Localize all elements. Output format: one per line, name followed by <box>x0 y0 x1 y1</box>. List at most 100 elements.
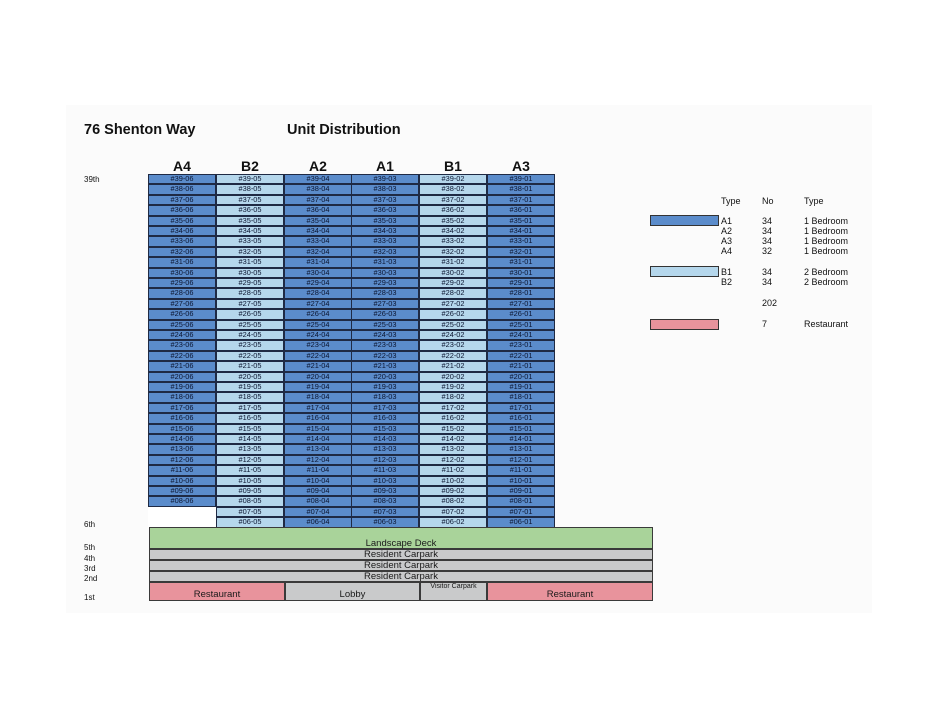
unit-cell: #11-02 <box>419 465 487 476</box>
unit-cell: #10-05 <box>216 475 284 486</box>
unit-cell: #18-01 <box>487 392 555 403</box>
unit-cell: #35-04 <box>284 215 352 226</box>
unit-cell: #34-01 <box>487 226 555 237</box>
floor-label-top: 39th <box>84 175 100 184</box>
unit-cell: #27-03 <box>351 298 419 310</box>
unit-cell: #36-02 <box>419 205 487 216</box>
unit-cell: #08-06 <box>148 496 216 507</box>
unit-cell: #09-06 <box>148 486 216 497</box>
lobby: Lobby <box>285 582 420 601</box>
unit-cell: #08-04 <box>284 496 352 507</box>
legend-swatch-two-bedroom <box>650 266 719 277</box>
legend-desc: 2 Bedroom <box>804 277 849 287</box>
unit-cell: #32-03 <box>351 246 419 258</box>
column-header-b2: B2 <box>241 158 259 174</box>
unit-cell: #33-05 <box>216 236 284 247</box>
unit-cell: #09-05 <box>216 486 284 497</box>
unit-cell: #15-04 <box>284 423 352 434</box>
floor-label-5th: 5th <box>84 543 96 552</box>
legend-no: 32 <box>762 246 773 256</box>
unit-cell: #22-06 <box>148 350 216 362</box>
unit-cell: #35-03 <box>351 215 419 226</box>
unit-cell: #09-03 <box>351 486 419 497</box>
unit-cell: #37-06 <box>148 194 216 206</box>
unit-cell: #23-01 <box>487 340 555 351</box>
unit-cell: #37-05 <box>216 194 284 206</box>
unit-cell: #18-03 <box>351 392 419 403</box>
unit-cell: #34-06 <box>148 226 216 237</box>
unit-cell: #08-01 <box>487 496 555 507</box>
legend-header-no: No <box>762 196 774 206</box>
unit-cell: #09-04 <box>284 486 352 497</box>
unit-cell: #20-05 <box>216 371 284 382</box>
unit-cell: #15-03 <box>351 423 419 434</box>
unit-cell: #34-04 <box>284 226 352 237</box>
unit-cell: #23-04 <box>284 340 352 351</box>
unit-cell: #19-01 <box>487 382 555 393</box>
unit-cell: #17-06 <box>148 402 216 414</box>
unit-cell: #24-01 <box>487 330 555 341</box>
unit-cell: #32-05 <box>216 246 284 258</box>
unit-cell: #12-02 <box>419 454 487 466</box>
unit-cell: #24-03 <box>351 330 419 341</box>
landscape-deck: Landscape Deck <box>149 527 653 549</box>
unit-cell: #33-02 <box>419 236 487 247</box>
unit-cell: #38-04 <box>284 184 352 195</box>
unit-cell: #14-03 <box>351 434 419 445</box>
unit-cell: #36-05 <box>216 205 284 216</box>
legend-header-type: Type <box>721 196 741 206</box>
unit-cell: #21-01 <box>487 361 555 372</box>
legend-type: B1 <box>721 267 733 277</box>
unit-cell: #17-02 <box>419 402 487 414</box>
unit-cell: #35-02 <box>419 215 487 226</box>
unit-cell: #38-02 <box>419 184 487 195</box>
visitor-carpark: Visitor Carpark <box>420 582 487 601</box>
unit-cell: #20-02 <box>419 371 487 382</box>
unit-cell: #36-01 <box>487 205 555 216</box>
legend-no: 34 <box>762 236 773 246</box>
unit-cell: #36-04 <box>284 205 352 216</box>
unit-cell: #13-01 <box>487 444 555 455</box>
unit-cell: #31-06 <box>148 257 216 268</box>
unit-cell: #12-03 <box>351 454 419 466</box>
unit-cell: #29-04 <box>284 278 352 289</box>
legend-desc: 1 Bedroom <box>804 226 849 236</box>
unit-cell: #29-01 <box>487 278 555 289</box>
unit-cell: #27-02 <box>419 298 487 310</box>
unit-cell: #26-03 <box>351 309 419 320</box>
unit-cell: #16-02 <box>419 413 487 424</box>
unit-cell: #20-01 <box>487 371 555 382</box>
resident-carpark-2nd: Resident Carpark <box>149 571 653 582</box>
unit-cell: #29-05 <box>216 278 284 289</box>
legend-desc: 1 Bedroom <box>804 246 849 256</box>
unit-cell: #30-03 <box>351 267 419 278</box>
unit-cell: #37-04 <box>284 194 352 206</box>
floor-label-6th: 6th <box>84 520 96 529</box>
unit-cell: #16-01 <box>487 413 555 424</box>
unit-cell: #12-04 <box>284 454 352 466</box>
legend-header-description: Type <box>804 196 824 206</box>
unit-cell: #15-02 <box>419 423 487 434</box>
unit-cell: #15-01 <box>487 423 555 434</box>
unit-cell: #28-06 <box>148 288 216 299</box>
legend-restaurant-no: 7 <box>762 319 768 329</box>
unit-cell: #21-02 <box>419 361 487 372</box>
diagram-title: Unit Distribution <box>287 122 401 138</box>
unit-cell: #31-05 <box>216 257 284 268</box>
legend-type: A2 <box>721 226 733 236</box>
unit-cell: #38-01 <box>487 184 555 195</box>
unit-cell-empty <box>148 517 216 528</box>
unit-cell: #26-04 <box>284 309 352 320</box>
unit-cell: #19-06 <box>148 382 216 393</box>
unit-cell: #10-06 <box>148 475 216 486</box>
unit-cell: #11-01 <box>487 465 555 476</box>
unit-cell: #23-05 <box>216 340 284 351</box>
unit-cell: #17-01 <box>487 402 555 414</box>
unit-cell: #27-01 <box>487 298 555 310</box>
unit-cell: #22-01 <box>487 350 555 362</box>
legend-no: 34 <box>762 277 773 287</box>
floor-label-2nd: 2nd <box>84 574 98 583</box>
unit-cell: #07-01 <box>487 506 555 518</box>
unit-cell: #18-06 <box>148 392 216 403</box>
unit-cell: #21-05 <box>216 361 284 372</box>
